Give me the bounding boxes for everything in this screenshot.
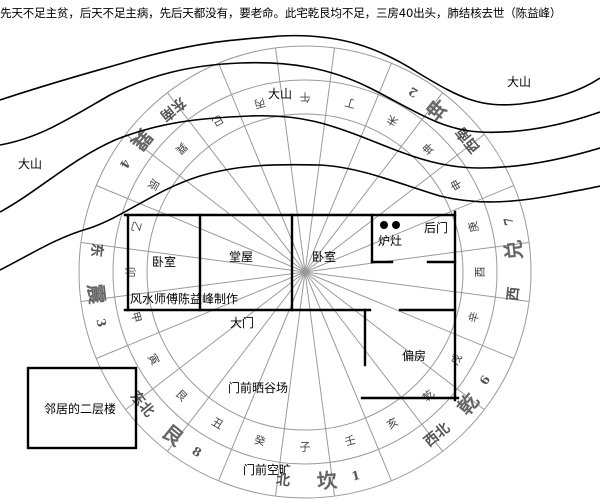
ridge-line-2 <box>0 61 600 146</box>
room-label-side-room: 偏房 <box>402 348 426 363</box>
compass-spoke <box>304 271 514 359</box>
compass-direction-label: 东北 <box>127 388 158 420</box>
mountain-label-east: 大山 <box>507 75 531 89</box>
compass-direction-label: 东南 <box>157 94 189 125</box>
compass-inner-ring <box>146 113 464 431</box>
area-label-open-space: 门前空旷 <box>243 462 291 477</box>
room-label-back-door: 后门 <box>424 220 448 235</box>
author-credit: 风水师傅陈益峰制作 <box>130 291 238 306</box>
compass-direction-label: 1 <box>350 468 361 484</box>
compass-spoke <box>304 63 392 273</box>
compass-outer-ring <box>78 45 532 499</box>
compass-mountain-glyph: 艮 <box>173 387 190 404</box>
compass-spoke <box>304 271 443 452</box>
compass-mountain-glyph: 癸 <box>253 432 267 448</box>
compass-spoke <box>304 271 335 497</box>
compass-direction-label: 西 <box>505 286 522 302</box>
compass-mountain-glyph: 寅 <box>145 351 163 368</box>
compass-direction-label: 乾 <box>453 389 484 420</box>
compass-mountain-glyph: 亥 <box>384 414 401 432</box>
caption: 先天不足主贫，后天不足主病，先后天都没有，要老命。此宅乾艮均不足，三房40出头，… <box>0 6 562 20</box>
compass-mountain-glyph: 辛 <box>465 310 481 324</box>
room-label-bedroom-center: 卧室 <box>312 249 336 264</box>
compass-direction-label: 东 <box>88 242 106 258</box>
compass-direction-label: 3 <box>93 317 109 328</box>
compass-mountain-glyph: 辰 <box>145 176 162 192</box>
compass-spoke <box>125 134 306 273</box>
ridge-line-4 <box>0 163 600 271</box>
compass-mountain-glyph: 丁 <box>343 95 357 110</box>
compass-direction-label: 2 <box>406 84 420 100</box>
compass-mountain-glyph: 卯 <box>124 267 137 278</box>
compass-mountain-glyph: 酉 <box>474 267 487 278</box>
compass-mountain-glyph: 乾 <box>420 387 437 404</box>
stove-burner-icon <box>392 221 400 229</box>
compass-spoke <box>304 185 514 273</box>
compass-spoke <box>304 92 443 273</box>
compass-direction-label: 西北 <box>421 420 453 450</box>
compass-mountain-glyph: 未 <box>384 112 400 129</box>
neighbor-building-label: 邻居的二层楼 <box>44 401 116 416</box>
room-label-stove: 炉灶 <box>378 234 402 248</box>
compass-spoke <box>218 271 306 481</box>
compass-mountain-glyph: 丑 <box>209 415 225 432</box>
compass-mountain-glyph: 巳 <box>209 112 225 129</box>
compass-spoke <box>80 271 306 302</box>
mountain-label-west: 大山 <box>18 157 42 171</box>
compass-spoke <box>80 242 306 273</box>
compass <box>78 45 532 499</box>
neighbor-building-outline <box>26 366 138 450</box>
compass-spoke <box>167 271 306 452</box>
compass-direction-label: 7 <box>501 215 517 226</box>
compass-direction-label: 坎 <box>316 468 339 494</box>
compass-direction-label: 坤 <box>422 93 453 124</box>
compass-direction-label: 8 <box>190 444 204 460</box>
compass-direction-label: 4 <box>117 157 133 171</box>
compass-mountain-glyph: 乙 <box>128 220 143 234</box>
compass-middle-ring <box>112 79 498 465</box>
compass-spoke <box>96 271 306 359</box>
compass-spoke <box>304 271 392 481</box>
area-label-drying-yard: 门前晒谷场 <box>228 380 288 395</box>
compass-mountain-glyph: 壬 <box>343 433 357 448</box>
compass-direction-label: 北 <box>275 472 291 489</box>
compass-mountain-glyph: 甲 <box>128 310 143 324</box>
compass-mountain-glyph: 丙 <box>253 95 267 110</box>
compass-mountain-glyph: 坤 <box>420 140 438 158</box>
compass-mountain-glyph: 午 <box>300 91 311 104</box>
compass-spoke <box>304 242 530 273</box>
room-label-main-hall: 堂屋 <box>229 250 253 264</box>
compass-mountain-glyph: 戌 <box>448 351 465 367</box>
compass-mountain-labels: 子癸丑艮寅甲卯乙辰巽巳丙午丁未坤申庚酉辛戌乾亥壬 <box>124 91 487 454</box>
compass-spoke <box>167 92 306 273</box>
compass-direction-label: 6 <box>477 373 493 387</box>
compass-mountain-glyph: 庚 <box>465 220 481 234</box>
ridge-line-1 <box>0 34 600 106</box>
compass-mountain-glyph: 申 <box>448 176 465 192</box>
compass-direction-label: 兑 <box>501 239 527 261</box>
compass-mountain-glyph: 子 <box>300 441 311 454</box>
stove-burner-icon <box>380 221 388 229</box>
compass-spoke <box>304 47 335 273</box>
compass-mountain-glyph: 巽 <box>173 140 190 157</box>
compass-spoke <box>304 134 485 273</box>
compass-spokes <box>80 47 530 497</box>
compass-direction-label: 震 <box>83 283 109 306</box>
mountain-ridges <box>0 34 600 271</box>
compass-spoke <box>125 271 306 410</box>
room-label-main-door: 大门 <box>230 315 254 330</box>
room-label-bedroom-left: 卧室 <box>152 254 176 269</box>
compass-spoke <box>218 63 306 273</box>
compass-spoke <box>304 271 530 302</box>
house-floor-plan <box>123 210 460 402</box>
compass-direction-label: 巽 <box>126 124 157 155</box>
ridge-line-3 <box>0 114 600 213</box>
compass-spoke <box>275 47 306 273</box>
mountain-label-middle: 大山 <box>268 87 292 101</box>
